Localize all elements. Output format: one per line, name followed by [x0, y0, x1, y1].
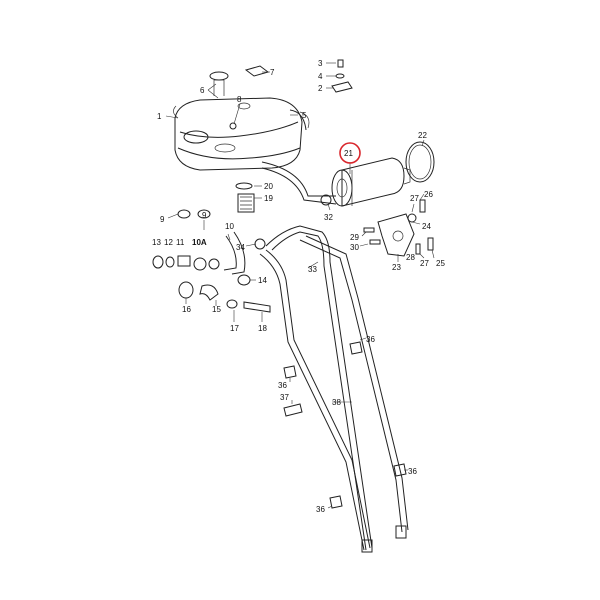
label-13: 13	[152, 238, 161, 247]
label-36c: 36	[408, 467, 417, 476]
line-ends	[361, 525, 407, 553]
label-14: 14	[258, 276, 267, 285]
clip-part-36-c	[393, 463, 407, 477]
clamp-ring-part-22	[405, 141, 435, 183]
label-25: 25	[436, 259, 445, 268]
leader-lines	[165, 62, 435, 509]
washer-part-4	[335, 73, 345, 79]
label-16: 16	[182, 305, 191, 314]
label-38: 38	[332, 398, 341, 407]
label-8: 8	[237, 95, 242, 104]
label-32: 32	[324, 213, 333, 222]
highlight-circle	[339, 142, 361, 164]
sleeve-part-37	[283, 403, 303, 417]
label-28: 28	[406, 253, 415, 262]
screw-part-3	[337, 59, 344, 68]
union-part-34	[254, 238, 266, 250]
label-21: 21	[344, 149, 353, 158]
label-2: 2	[318, 84, 323, 93]
hose-part-10	[223, 231, 246, 275]
label-5: 5	[302, 111, 307, 120]
label-19: 19	[264, 194, 273, 203]
label-36b: 36	[278, 381, 287, 390]
label-24: 24	[422, 222, 431, 231]
label-18: 18	[258, 324, 267, 333]
strap-part-5	[289, 109, 307, 131]
label-36d: 36	[316, 505, 325, 514]
label-6: 6	[200, 86, 205, 95]
label-27a: 27	[410, 194, 419, 203]
clamp-part-16	[178, 281, 194, 299]
seal-part-20	[235, 182, 253, 190]
label-10a: 10A	[192, 238, 207, 247]
label-37: 37	[280, 393, 289, 402]
bracket-part-2	[331, 81, 353, 93]
label-29: 29	[350, 233, 359, 242]
fitting-part-17	[226, 299, 238, 309]
bolts-part-29-30	[363, 227, 381, 245]
clip-part-36-b	[283, 365, 297, 379]
label-30: 30	[350, 243, 359, 252]
fuel-line-part-38	[259, 235, 409, 551]
clip-part-36-d	[329, 495, 343, 509]
label-27b: 27	[420, 259, 429, 268]
label-33: 33	[308, 265, 317, 274]
label-20: 20	[264, 182, 273, 191]
fuel-pump	[331, 157, 411, 207]
filler-cap-part-7	[244, 65, 270, 77]
label-9: 9	[160, 215, 165, 224]
fuel-tank	[173, 71, 310, 171]
label-9b: 9	[202, 211, 207, 220]
label-34: 34	[236, 243, 245, 252]
sender-part-19	[237, 193, 255, 213]
label-15: 15	[212, 305, 221, 314]
label-3: 3	[318, 59, 323, 68]
hose-part-18	[243, 301, 271, 313]
pump-bracket-part-24	[377, 213, 415, 257]
label-12: 12	[164, 238, 173, 247]
label-22: 22	[418, 131, 427, 140]
fuel-line-part-32	[261, 161, 337, 206]
hose-part-15	[199, 284, 219, 301]
label-17: 17	[230, 324, 239, 333]
label-23: 23	[392, 263, 401, 272]
clip-part-36-a	[349, 341, 363, 355]
label-4: 4	[318, 72, 323, 81]
part-labels: 1 2 3 4 5 6 7 8 9 9 10 10A 11 12 13 14 1…	[152, 59, 445, 514]
label-26: 26	[424, 190, 433, 199]
label-10: 10	[225, 222, 234, 231]
label-11: 11	[176, 238, 185, 247]
label-1: 1	[157, 112, 162, 121]
label-7: 7	[270, 68, 275, 77]
hose-part-14-elbow	[237, 274, 251, 286]
fittings-part-11-12-13	[152, 255, 220, 271]
label-36a: 36	[366, 335, 375, 344]
drain-plug-part-8	[229, 122, 237, 130]
